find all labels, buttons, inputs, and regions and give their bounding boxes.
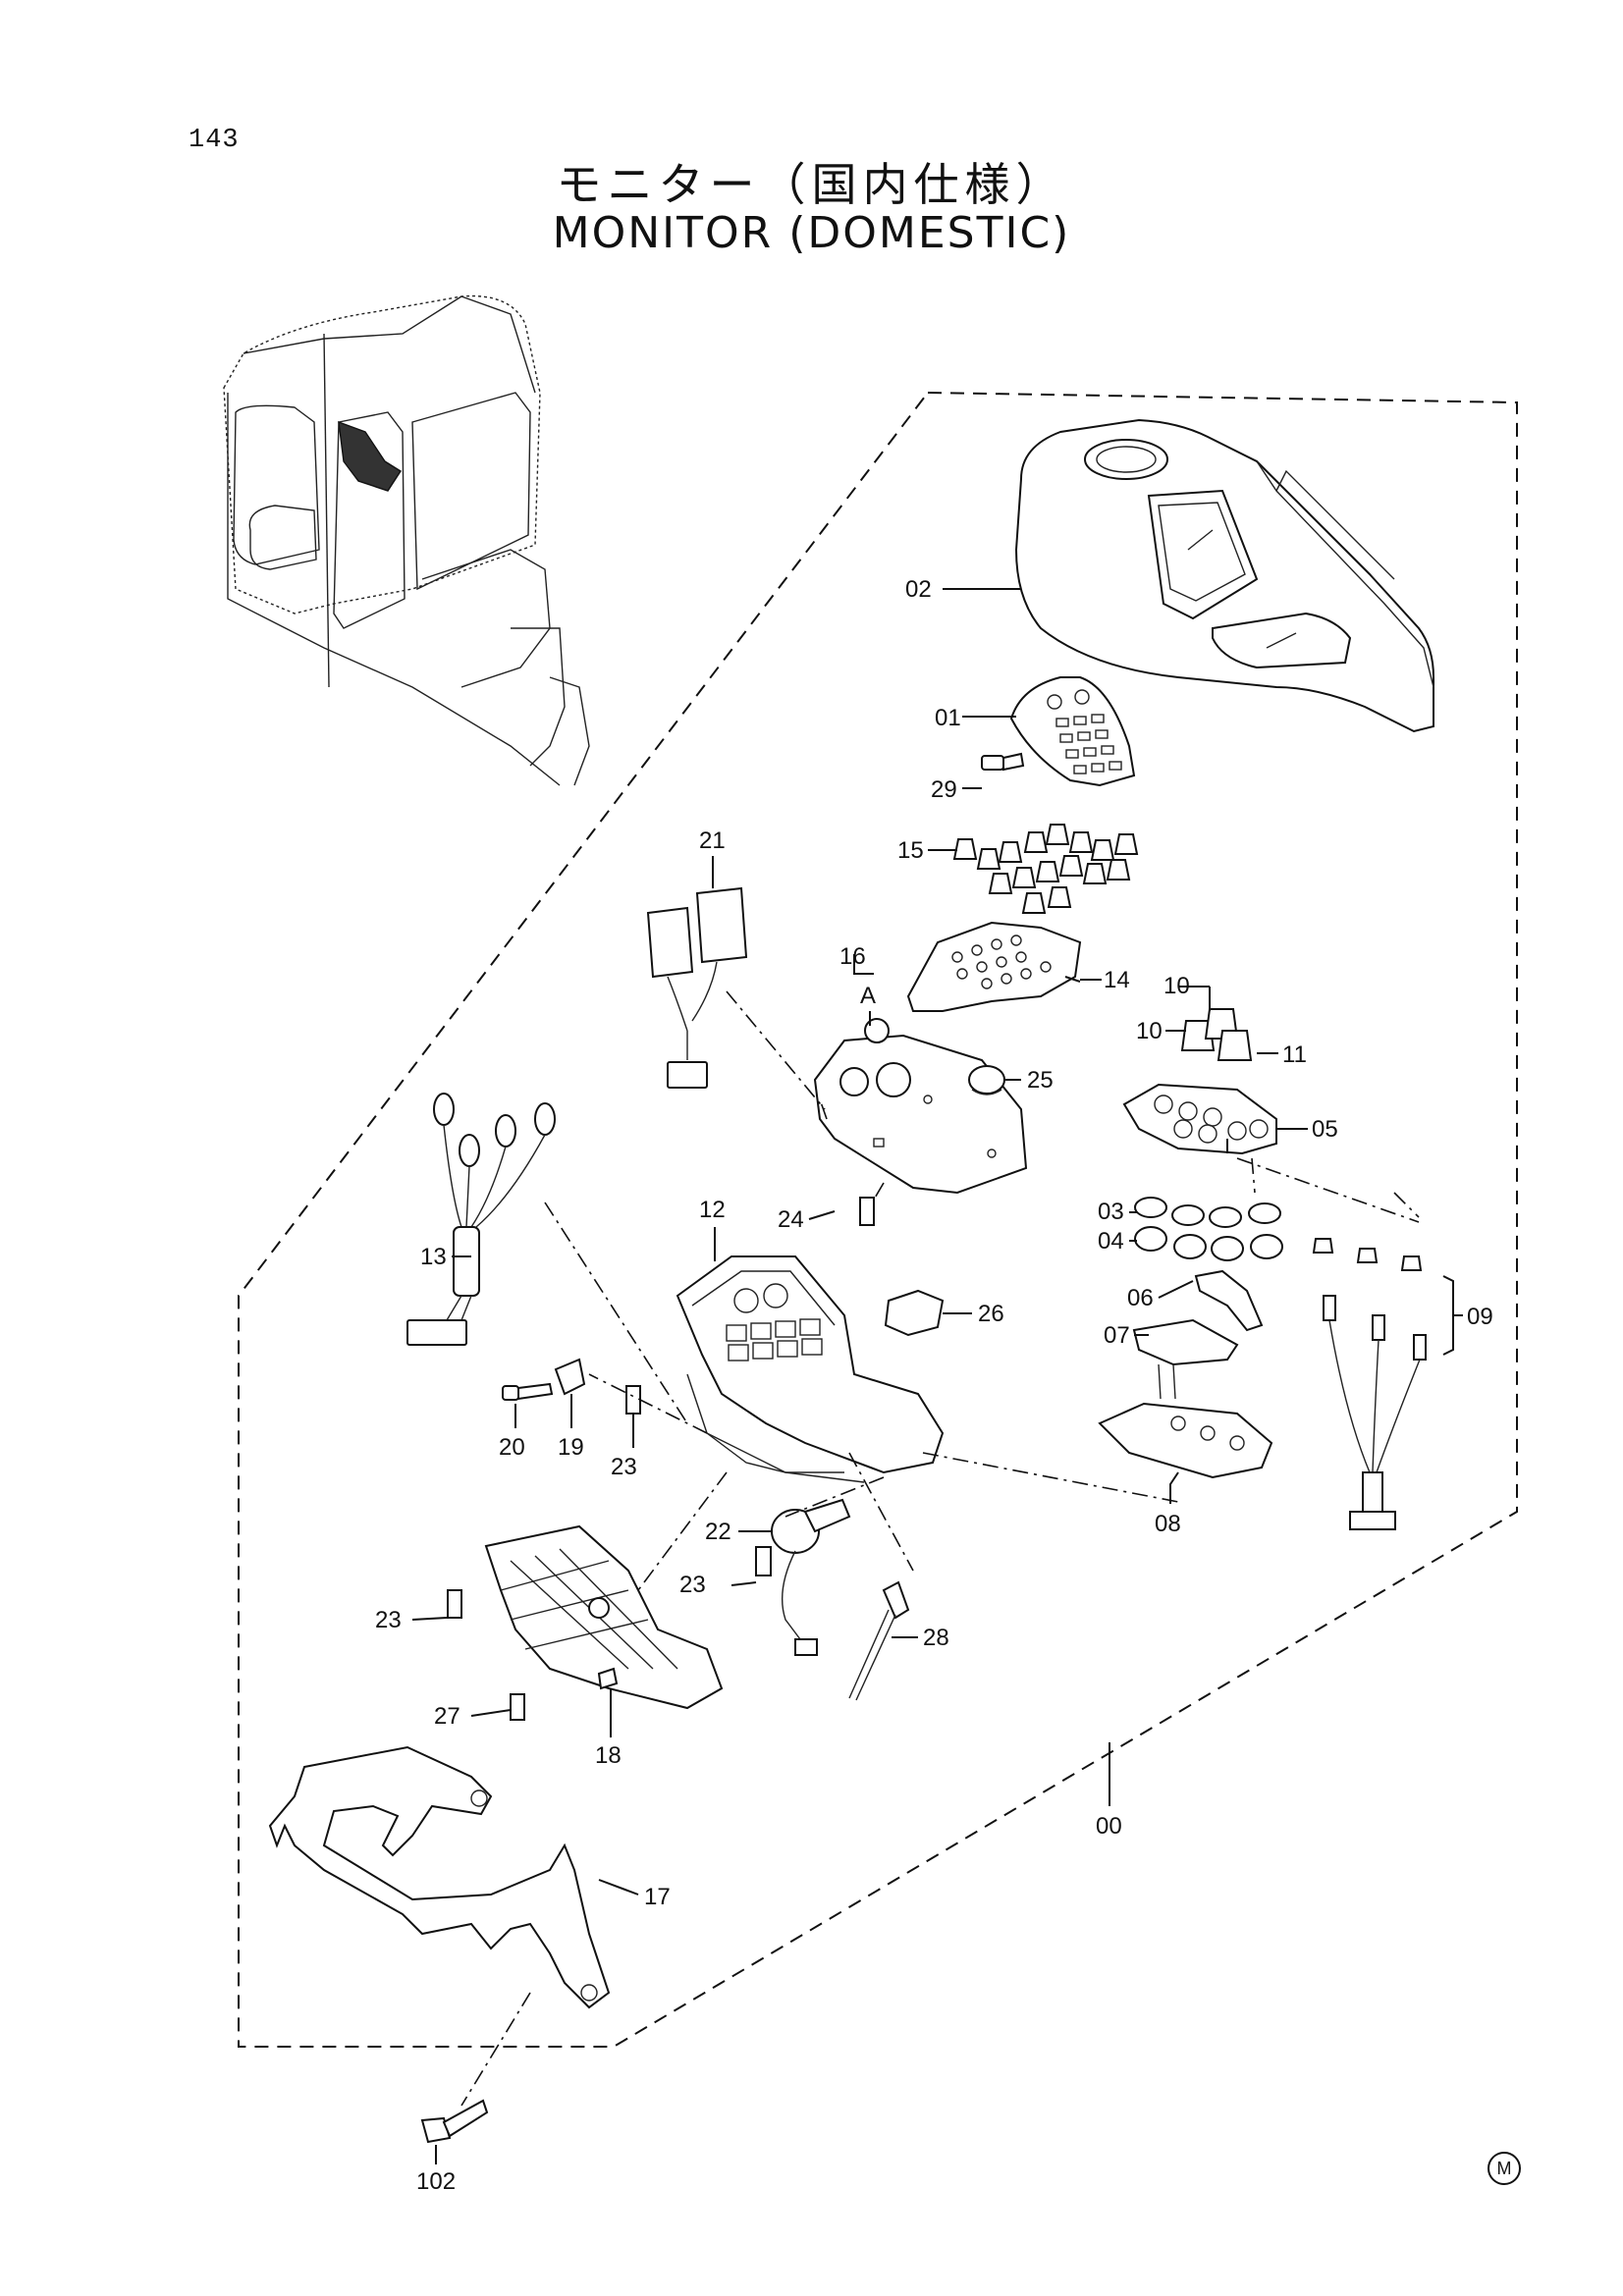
callout-01: 01 <box>935 705 961 731</box>
callout-10-top: 10 <box>1163 973 1190 999</box>
callout-11: 11 <box>1282 1041 1307 1068</box>
part-25-knob <box>968 1065 1005 1095</box>
part-102-bolt <box>420 2099 489 2144</box>
callout-26: 26 <box>978 1301 1004 1327</box>
callout-23-left: 23 <box>375 1607 402 1633</box>
callout-labels: 02 01 29 15 21 16 A 14 10 10 11 25 05 24… <box>375 576 1493 2195</box>
part-10-11-knobs <box>1180 1008 1253 1061</box>
part-09-harness <box>1312 1238 1427 1530</box>
part-06-07-08-boards <box>1098 1269 1273 1479</box>
callout-27: 27 <box>434 1703 460 1730</box>
part-03-04-caps <box>1134 1197 1283 1261</box>
callout-15: 15 <box>897 837 924 864</box>
callout-14: 14 <box>1104 967 1130 993</box>
part-28-cable-tie <box>848 1580 910 1701</box>
alignment-lines <box>460 990 1420 2107</box>
part-01-switch-panel <box>1009 676 1136 787</box>
callout-10-left: 10 <box>1136 1018 1163 1044</box>
callout-00: 00 <box>1096 1813 1122 1840</box>
circled-m-mark: M <box>1488 2152 1521 2185</box>
page-number: 143 <box>189 126 240 155</box>
leader-lines <box>411 588 1463 2164</box>
part-13-bulb-harness <box>406 1093 556 1346</box>
callout-23-center: 23 <box>611 1454 637 1480</box>
callout-02: 02 <box>905 576 932 603</box>
part-02-monitor-cover <box>1014 418 1434 733</box>
callout-16: 16 <box>839 943 866 970</box>
diagram-title-english: MONITOR (DOMESTIC) <box>552 208 1071 258</box>
diagram-title-japanese: モニター（国内仕様） <box>556 158 1067 211</box>
cab-locator-drawing <box>223 294 590 786</box>
part-15-switch-caps <box>952 824 1139 914</box>
part-21-harness <box>646 886 748 1089</box>
part-27-screw <box>510 1693 525 1721</box>
callout-22: 22 <box>705 1519 731 1545</box>
part-22-buzzer <box>771 1498 851 1656</box>
callout-07: 07 <box>1104 1322 1130 1349</box>
part-26-cap <box>884 1289 945 1337</box>
part-23-screws <box>447 1385 772 1619</box>
callout-04: 04 <box>1098 1228 1124 1255</box>
callout-28: 28 <box>923 1625 949 1651</box>
callout-18: 18 <box>595 1742 622 1769</box>
part-14-keypad-sheet <box>906 921 1082 1012</box>
callout-08: 08 <box>1155 1511 1181 1537</box>
part-24-screw <box>859 1197 875 1226</box>
callout-20: 20 <box>499 1434 525 1461</box>
assembly-boundary <box>238 391 1518 2048</box>
callout-06: 06 <box>1127 1285 1154 1311</box>
callout-12: 12 <box>699 1197 726 1223</box>
part-12-monitor-case <box>676 1255 945 1483</box>
callout-19: 19 <box>558 1434 584 1461</box>
part-18-cover-plate <box>484 1524 724 1710</box>
callout-13: 13 <box>420 1244 447 1270</box>
callout-23-right: 23 <box>679 1572 706 1598</box>
callout-A: A <box>860 983 876 1009</box>
part-17-bracket <box>268 1745 611 2009</box>
callout-17: 17 <box>644 1884 671 1910</box>
part-20-screw <box>502 1382 554 1401</box>
callout-03: 03 <box>1098 1199 1124 1225</box>
part-19-clip <box>554 1358 586 1396</box>
callout-25: 25 <box>1027 1067 1054 1094</box>
part-05-switch-base <box>1122 1083 1277 1155</box>
callout-05: 05 <box>1312 1116 1338 1143</box>
callout-29: 29 <box>931 776 957 803</box>
callout-21: 21 <box>699 828 726 854</box>
callout-09: 09 <box>1467 1304 1493 1330</box>
part-29-screw <box>981 752 1025 772</box>
callout-24: 24 <box>778 1206 804 1233</box>
part-16-circuit-board <box>813 1018 1028 1195</box>
callout-102: 102 <box>416 2168 456 2195</box>
